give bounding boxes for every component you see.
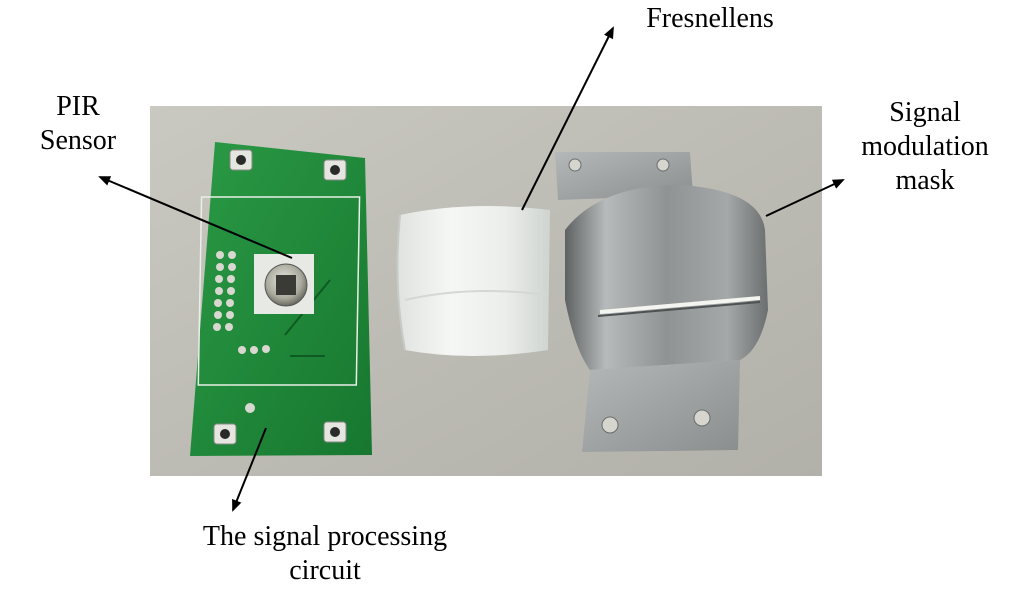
label-fresnel-lens: Fresnellens — [630, 2, 790, 36]
pcb-board — [190, 142, 372, 456]
label-signal-circuit: The signal processing circuit — [160, 520, 490, 588]
label-mask-line2: modulation — [861, 131, 989, 162]
arrow-signal-circuit — [232, 427, 267, 512]
arrow-pir-sensor — [98, 176, 293, 259]
label-circuit-line1: The signal processing — [202, 521, 448, 552]
label-pir-line2: Sensor — [39, 125, 117, 156]
arrow-fresnel-lens — [521, 26, 614, 211]
fresnel-lens — [396, 206, 550, 356]
label-circuit-line2: circuit — [289, 555, 361, 586]
arrow-modulation-mask — [765, 179, 845, 217]
modulation-mask — [555, 152, 768, 452]
label-modulation-mask: Signal modulation mask — [850, 96, 1000, 198]
label-fresnel-text: Fresnellens — [646, 3, 774, 34]
label-pir-line1: PIR — [56, 91, 100, 122]
label-pir-sensor: PIR Sensor — [18, 90, 138, 158]
label-mask-line3: mask — [895, 165, 955, 196]
label-mask-line1: Signal — [889, 97, 961, 128]
